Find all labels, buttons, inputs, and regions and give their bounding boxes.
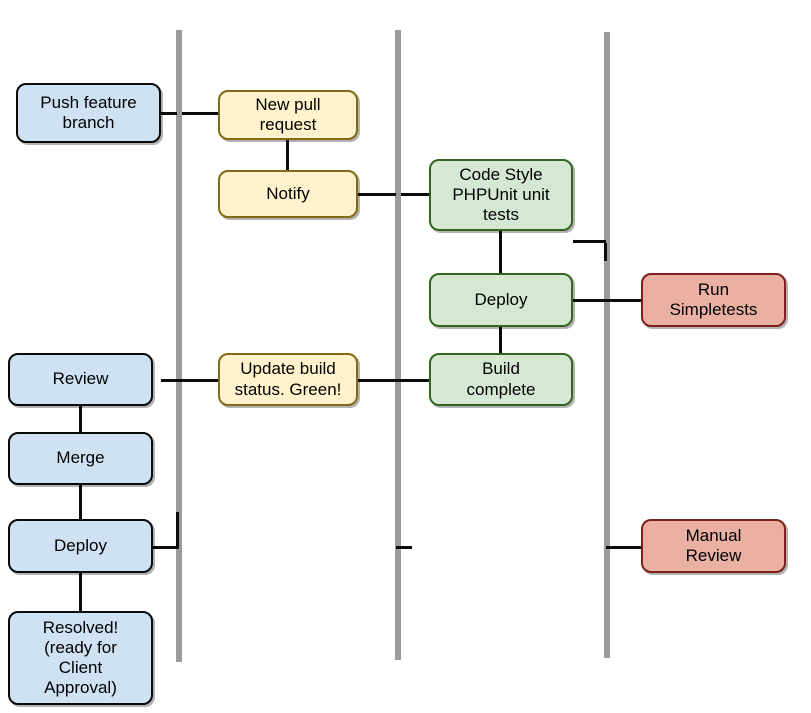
node-review[interactable]: Review [8, 353, 153, 406]
node-label-resolved-ready: Resolved! (ready for Client Approval) [42, 617, 119, 698]
lifeline-3 [604, 32, 610, 658]
connector-pr-to-notify [286, 140, 289, 170]
connector-review-to-merge [79, 406, 82, 432]
connector-lifeline2-to-lifeline3-manual [396, 546, 412, 549]
connector-merge-to-deploydev [79, 485, 82, 519]
lifeline-2 [395, 30, 401, 660]
node-new-pull-request[interactable]: New pull request [218, 90, 358, 140]
node-notify[interactable]: Notify [218, 170, 358, 218]
node-merge[interactable]: Merge [8, 432, 153, 485]
node-label-deploy-dev: Deploy [54, 535, 107, 555]
node-manual-review[interactable]: Manual Review [641, 519, 786, 573]
connector-lifeline3-to-simpletests [606, 299, 642, 302]
node-label-manual-review: Manual Review [685, 525, 742, 565]
connector-codestyle-to-lifeline3 [573, 240, 606, 243]
node-label-code-style-phpunit: Code Style PHPUnit unit tests [452, 164, 550, 225]
node-resolved-ready[interactable]: Resolved! (ready for Client Approval) [8, 611, 153, 705]
node-deploy-ci[interactable]: Deploy [429, 273, 573, 327]
connector-updatestatus-to-lifeline1 [161, 379, 219, 382]
node-label-push-feature-branch: Push feature branch [40, 92, 137, 132]
connector-deploy-to-lifeline3 [573, 299, 606, 302]
connector-deploydev-to-resolved [79, 573, 82, 611]
connector-codestyle-to-deploy [499, 231, 502, 273]
node-label-run-simpletests: Run Simpletests [669, 279, 758, 319]
connector-notify-to-lifeline2 [358, 193, 396, 196]
node-label-build-complete: Build complete [466, 359, 536, 399]
connector-lifeline1-to-pr [182, 112, 220, 115]
node-label-update-build-status: Update build status. Green! [234, 359, 342, 399]
node-label-deploy-ci: Deploy [474, 289, 528, 309]
node-label-merge: Merge [56, 448, 105, 468]
node-code-style-phpunit[interactable]: Code Style PHPUnit unit tests [429, 159, 573, 231]
connector-push-to-lifeline1 [161, 112, 177, 115]
node-deploy-dev[interactable]: Deploy [8, 519, 153, 573]
lifeline-1 [176, 30, 182, 662]
node-label-new-pull-request: New pull request [255, 94, 321, 134]
connector-buildcomplete-to-lifeline2 [396, 379, 430, 382]
connector-lifeline2-to-updatestatus [358, 379, 396, 382]
connector-lifeline2-to-codestyle [401, 193, 431, 196]
connector-lifeline3-down-a [604, 243, 607, 261]
node-label-review: Review [52, 369, 109, 389]
connector-deploydev-to-lifeline1 [153, 546, 179, 549]
node-build-complete[interactable]: Build complete [429, 353, 573, 406]
node-update-build-status[interactable]: Update build status. Green! [218, 353, 358, 406]
node-push-feature-branch[interactable]: Push feature branch [16, 83, 161, 143]
node-label-notify: Notify [266, 183, 310, 203]
node-run-simpletests[interactable]: Run Simpletests [641, 273, 786, 327]
connector-deploy-to-buildcomplete [499, 327, 502, 353]
connector-lifeline3-to-manualreview [606, 546, 642, 549]
connector-lifeline1-mid [176, 512, 179, 548]
